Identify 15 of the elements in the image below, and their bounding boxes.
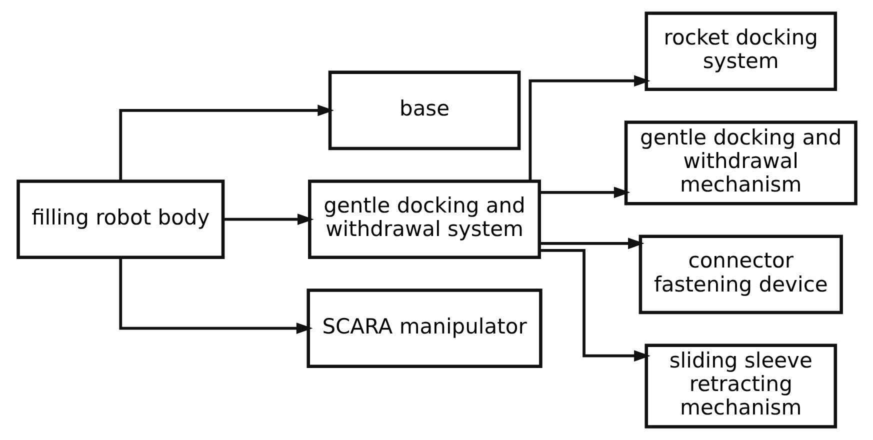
arrow xyxy=(528,75,650,182)
node-box: base xyxy=(328,70,520,150)
node-box: filling robot body xyxy=(16,180,224,260)
node-box: connector fastening device xyxy=(638,234,842,314)
node-box: SCARA manipulator xyxy=(306,288,542,368)
arrow xyxy=(539,238,644,250)
arrow xyxy=(539,248,650,362)
node-box: rocket docking system xyxy=(644,12,837,92)
arrow xyxy=(118,104,334,182)
node-box: sliding sleeve retracting mechanism xyxy=(644,344,837,428)
arrow xyxy=(539,186,630,198)
node-box: gentle docking and withdrawal system xyxy=(308,180,541,260)
node-box: gentle docking and withdrawal mechanism xyxy=(624,120,857,206)
arrow xyxy=(222,214,314,226)
arrow xyxy=(118,257,312,334)
